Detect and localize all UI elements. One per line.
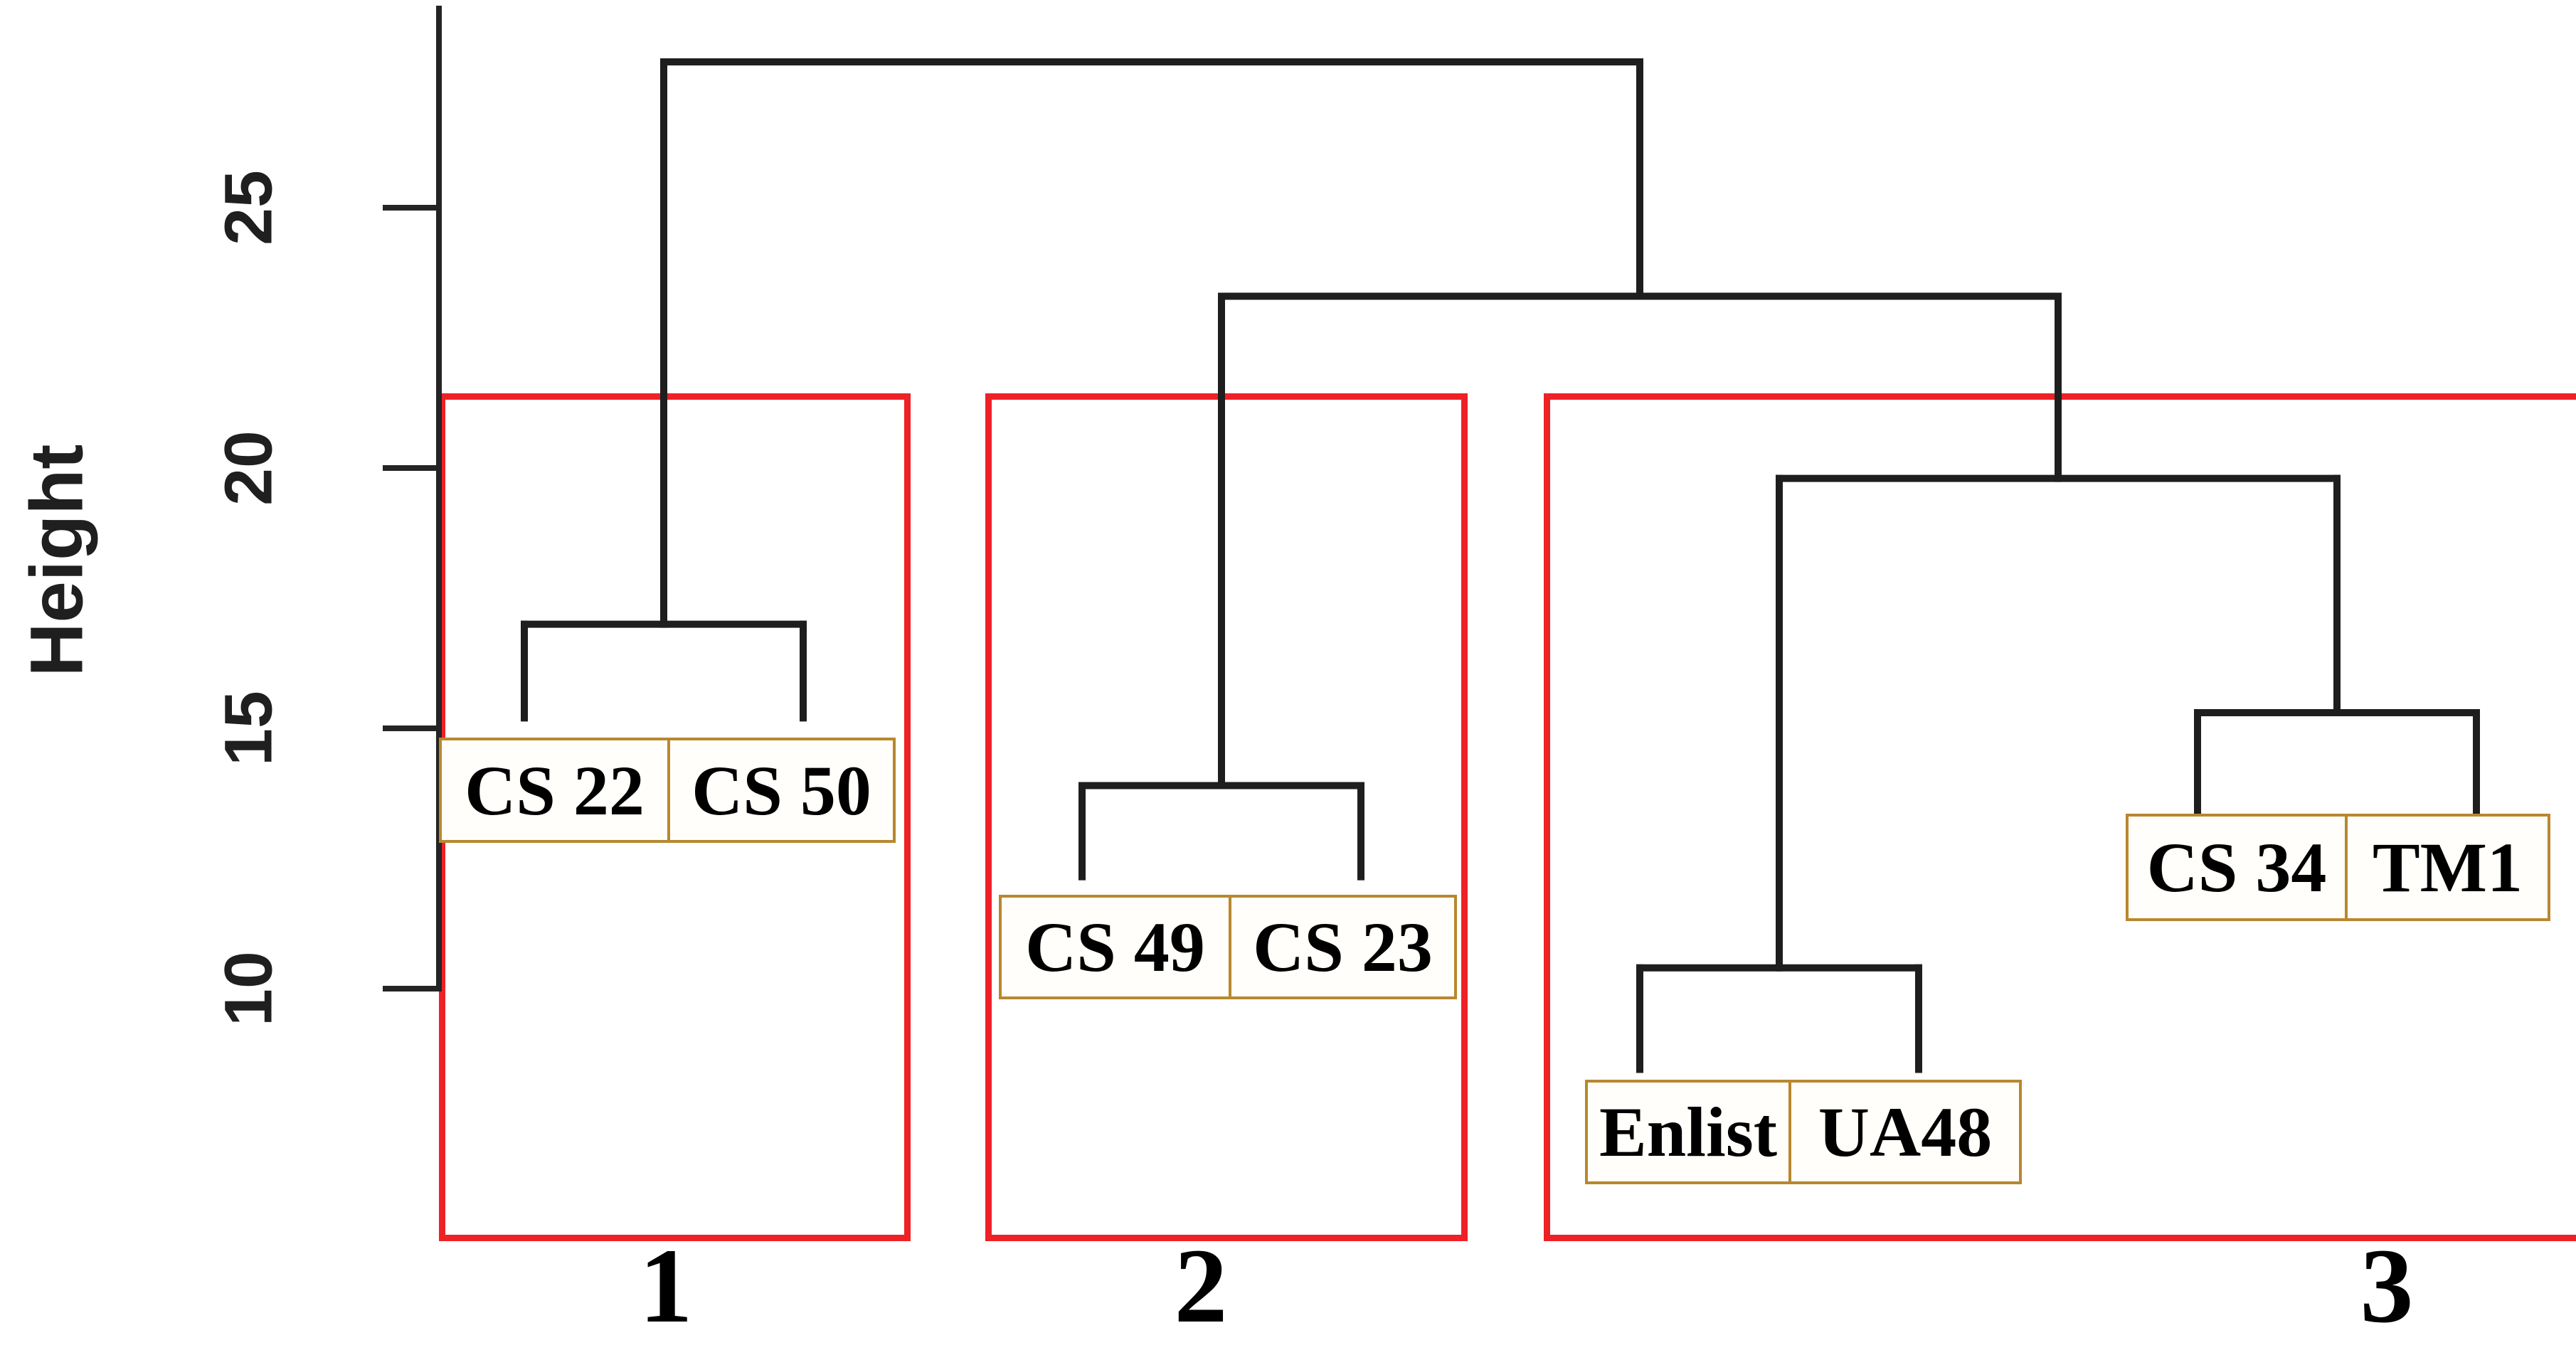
- leaf-label-cs-23: CS 23: [1229, 895, 1457, 999]
- leaf-label-cs-34: CS 34: [2126, 814, 2348, 921]
- y-axis: [383, 6, 442, 992]
- y-tick-label-15: 15: [211, 691, 287, 766]
- y-tick-label-25: 25: [211, 170, 287, 245]
- cluster-2-number: 2: [1174, 1227, 1228, 1345]
- y-axis-title: Height: [15, 444, 99, 677]
- leaf-label-ua48: UA48: [1788, 1080, 2022, 1184]
- dendrogram-links: [521, 58, 2480, 1073]
- y-tick-label-20: 20: [211, 430, 287, 506]
- leaf-label-enlist: Enlist: [1585, 1080, 1791, 1184]
- leaf-label-tm1: TM1: [2345, 814, 2550, 921]
- cluster-1-number: 1: [639, 1227, 693, 1345]
- y-tick-label-10: 10: [211, 951, 287, 1026]
- cluster-3-number: 3: [2360, 1227, 2414, 1345]
- leaf-label-cs-22: CS 22: [439, 738, 670, 843]
- leaf-label-cs-50: CS 50: [667, 738, 896, 843]
- leaf-label-cs-49: CS 49: [999, 895, 1231, 999]
- cluster-2-box: [985, 393, 1468, 1241]
